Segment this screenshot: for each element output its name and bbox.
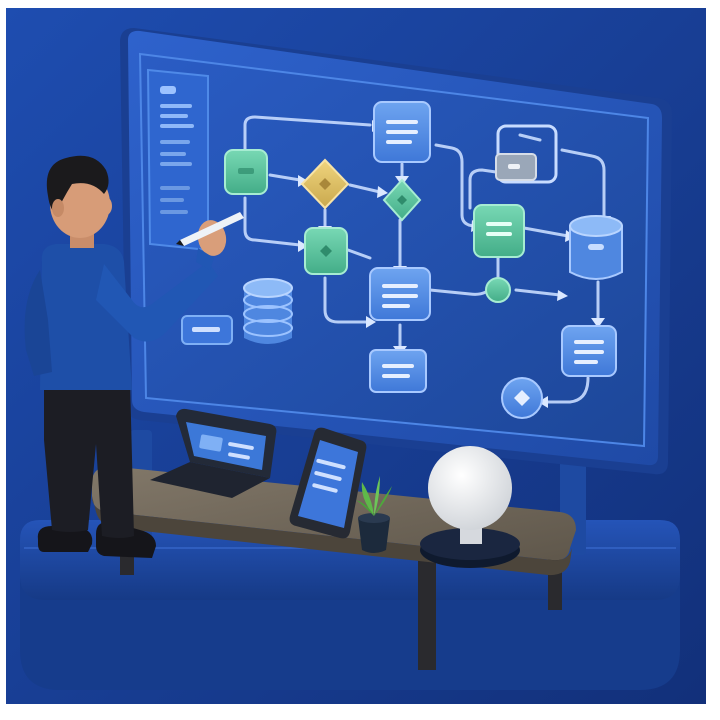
lightbulb-icon <box>420 446 520 568</box>
process-node-left <box>224 149 268 195</box>
board-sidebar <box>146 68 209 252</box>
database-icon <box>243 278 293 344</box>
decision-diamond-icon <box>300 158 350 210</box>
document-node-bottom <box>369 349 427 393</box>
flow-connectors <box>243 115 606 404</box>
document-node-right-bottom <box>561 325 617 377</box>
end-node-icon <box>501 377 543 419</box>
laptop-icon <box>150 408 277 498</box>
tablet-icon <box>289 427 367 539</box>
decision-diamond-small <box>382 178 422 222</box>
document-node-center <box>369 267 431 321</box>
cylinder-node-icon <box>569 215 623 280</box>
plant-icon <box>356 476 392 553</box>
process-node-right <box>473 204 525 258</box>
junction-node <box>485 277 511 303</box>
person-figure <box>24 155 244 558</box>
window-node-icon <box>495 124 558 184</box>
process-node-middle <box>304 227 348 275</box>
document-node-icon <box>373 101 431 163</box>
board-footer-button <box>181 315 233 345</box>
